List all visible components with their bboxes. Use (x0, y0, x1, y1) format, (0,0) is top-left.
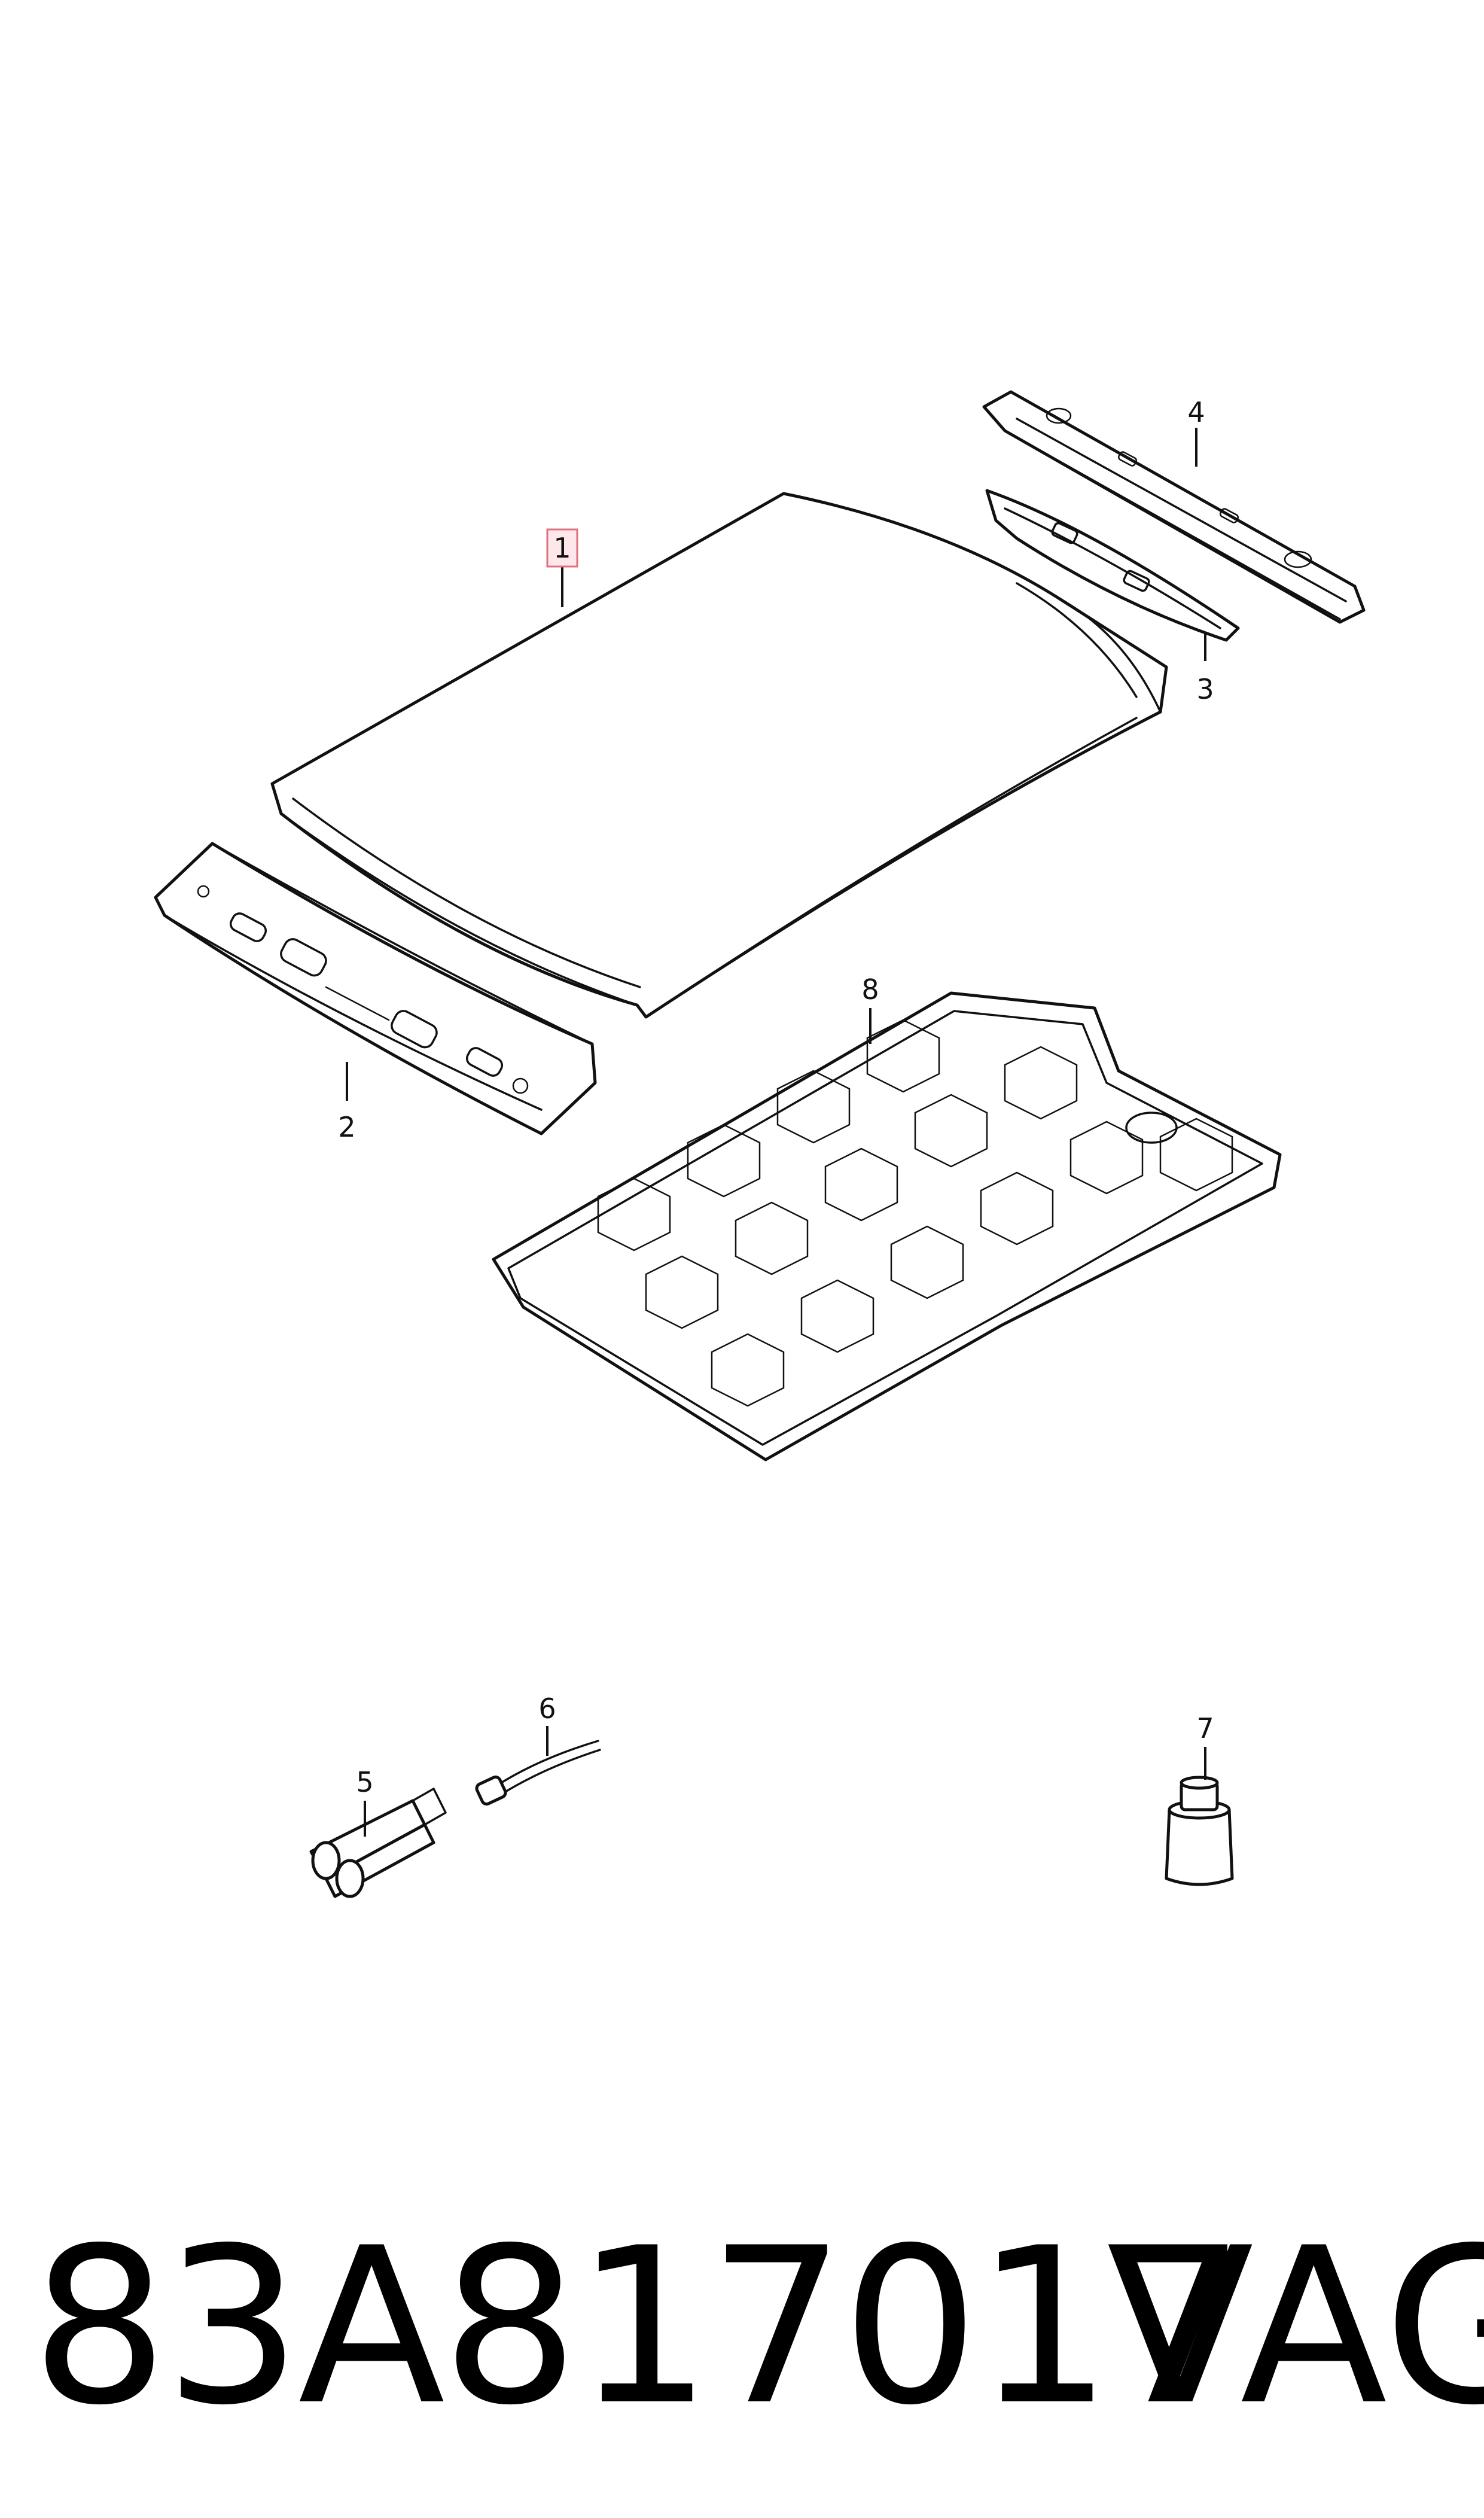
callout-label: 5 (356, 1766, 373, 1798)
callout-label: 1 (553, 532, 571, 564)
callout-5[interactable]: 5 (356, 1766, 373, 1798)
rear-roof-bracket[interactable] (985, 489, 1240, 642)
rear-roof-cross-member[interactable] (982, 390, 1366, 624)
adhesive-cartridge[interactable] (309, 1788, 447, 1898)
mixing-nozzle[interactable] (475, 1740, 601, 1806)
callout-label: 8 (861, 973, 879, 1006)
brand-label: VAG (1107, 2202, 1484, 2452)
part-number: 83A817017 (31, 2202, 1246, 2452)
primer-bottle[interactable] (1165, 1776, 1234, 1886)
callout-label: 6 (538, 1692, 556, 1725)
front-roof-cross-member[interactable] (154, 842, 597, 1135)
callout-8[interactable]: 8 (861, 973, 879, 1006)
roof-panel[interactable] (270, 492, 1168, 1019)
callout-label: 7 (1196, 1712, 1214, 1744)
callout-label: 3 (1196, 673, 1214, 705)
roof-insulation-mat[interactable] (492, 991, 1282, 1462)
callout-3[interactable]: 3 (1196, 673, 1214, 705)
callout-4[interactable]: 4 (1187, 396, 1205, 428)
callout-6[interactable]: 6 (538, 1692, 556, 1725)
callout-label: 2 (338, 1111, 355, 1143)
callout-7[interactable]: 7 (1196, 1712, 1214, 1744)
callout-label: 4 (1187, 396, 1205, 428)
callout-2[interactable]: 2 (338, 1111, 355, 1143)
callout-1[interactable]: 1 (546, 528, 578, 568)
leader-lines (346, 428, 1206, 1837)
mat-hexagon-pattern (597, 1019, 1233, 1407)
